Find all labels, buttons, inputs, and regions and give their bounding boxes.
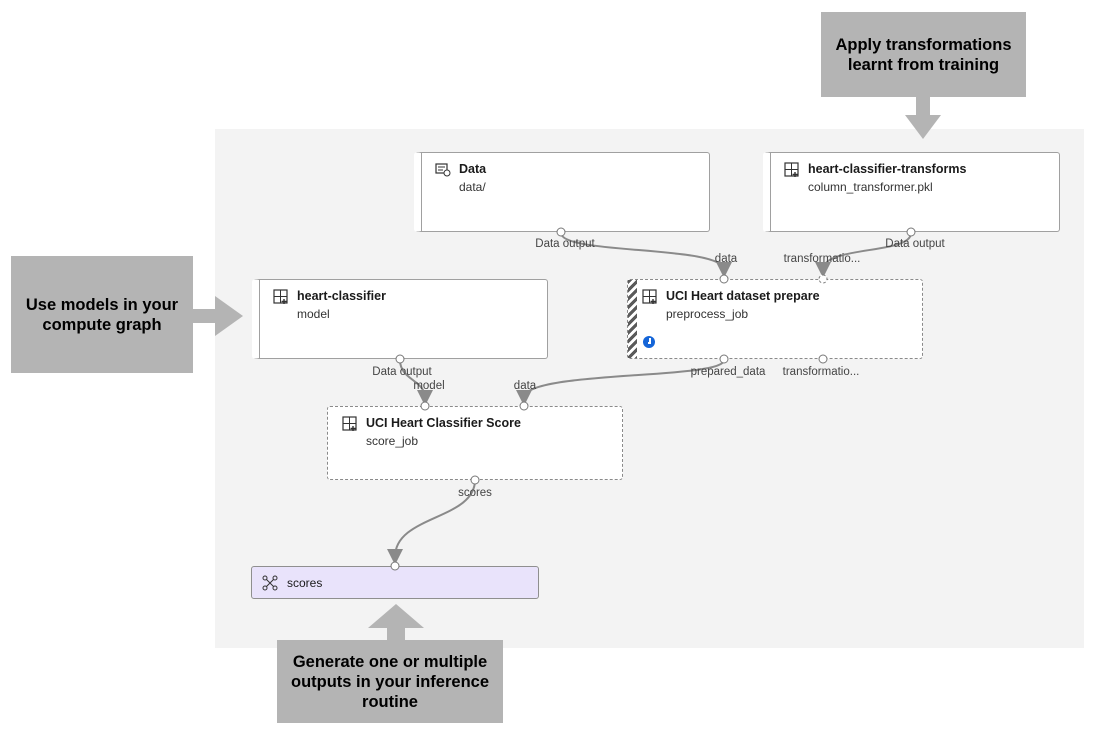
port-label: Data output: [885, 238, 945, 250]
node-uci-heart-classifier-score[interactable]: UCI Heart Classifier Score score_job: [327, 406, 623, 480]
node-heart-classifier-transforms[interactable]: heart-classifier-transforms column_trans…: [763, 152, 1060, 232]
callout-use-models: Use models in your compute graph: [11, 256, 193, 373]
node-subtitle: data/: [459, 180, 486, 194]
port-scores-in[interactable]: [390, 561, 400, 571]
port-label: transformatio...: [783, 253, 861, 265]
model-grid-icon: [784, 162, 800, 178]
running-clock-icon: [643, 336, 655, 348]
node-heart-classifier[interactable]: heart-classifier model: [252, 279, 548, 359]
port-prepare-in-data[interactable]: [719, 274, 729, 284]
node-title: heart-classifier: [297, 289, 386, 303]
port-score-in-data[interactable]: [519, 401, 529, 411]
port-label: transformatio...: [782, 366, 860, 378]
node-scores-output[interactable]: scores: [251, 566, 539, 599]
port-label: prepared_data: [690, 366, 766, 378]
port-prepare-in-transform[interactable]: [818, 274, 828, 284]
node-subtitle: model: [297, 307, 330, 321]
port-label: Data output: [535, 238, 595, 250]
node-subtitle: score_job: [366, 434, 419, 448]
port-label: scores: [458, 487, 492, 499]
port-transforms-output[interactable]: [906, 227, 916, 237]
node-subtitle: preprocess_job: [666, 307, 749, 321]
port-score-in-model[interactable]: [420, 401, 430, 411]
node-subtitle: column_transformer.pkl: [808, 180, 933, 194]
port-label: Data output: [372, 366, 432, 378]
port-data-output[interactable]: [556, 227, 566, 237]
port-label: model: [413, 380, 445, 392]
port-prepare-out-transform[interactable]: [818, 354, 828, 364]
data-asset-icon: [435, 162, 451, 178]
port-classifier-output[interactable]: [395, 354, 405, 364]
node-title: scores: [287, 576, 323, 590]
callout-apply-transformations: Apply transformations learnt from traini…: [821, 12, 1026, 97]
port-label: data: [513, 380, 537, 392]
port-label: data: [714, 253, 738, 265]
node-title: Data: [459, 162, 487, 176]
node-uci-heart-dataset-prepare[interactable]: UCI Heart dataset prepare preprocess_job: [627, 279, 923, 359]
component-grid-icon: [342, 416, 358, 432]
model-grid-icon: [273, 289, 289, 305]
pipeline-output-icon: [262, 575, 278, 591]
callout-arrow-down: [905, 97, 941, 139]
node-title: UCI Heart Classifier Score: [366, 416, 521, 430]
port-score-out-scores[interactable]: [470, 475, 480, 485]
component-grid-icon: [642, 289, 658, 305]
callout-arrow-right: [193, 296, 243, 336]
node-title: heart-classifier-transforms: [808, 162, 967, 176]
port-prepare-out-prepared[interactable]: [719, 354, 729, 364]
node-title: UCI Heart dataset prepare: [666, 289, 820, 303]
running-stripe: [628, 280, 637, 358]
node-data[interactable]: Data data/: [414, 152, 710, 232]
callout-generate-outputs: Generate one or multiple outputs in your…: [277, 640, 503, 723]
callout-arrow-up: [368, 604, 424, 640]
